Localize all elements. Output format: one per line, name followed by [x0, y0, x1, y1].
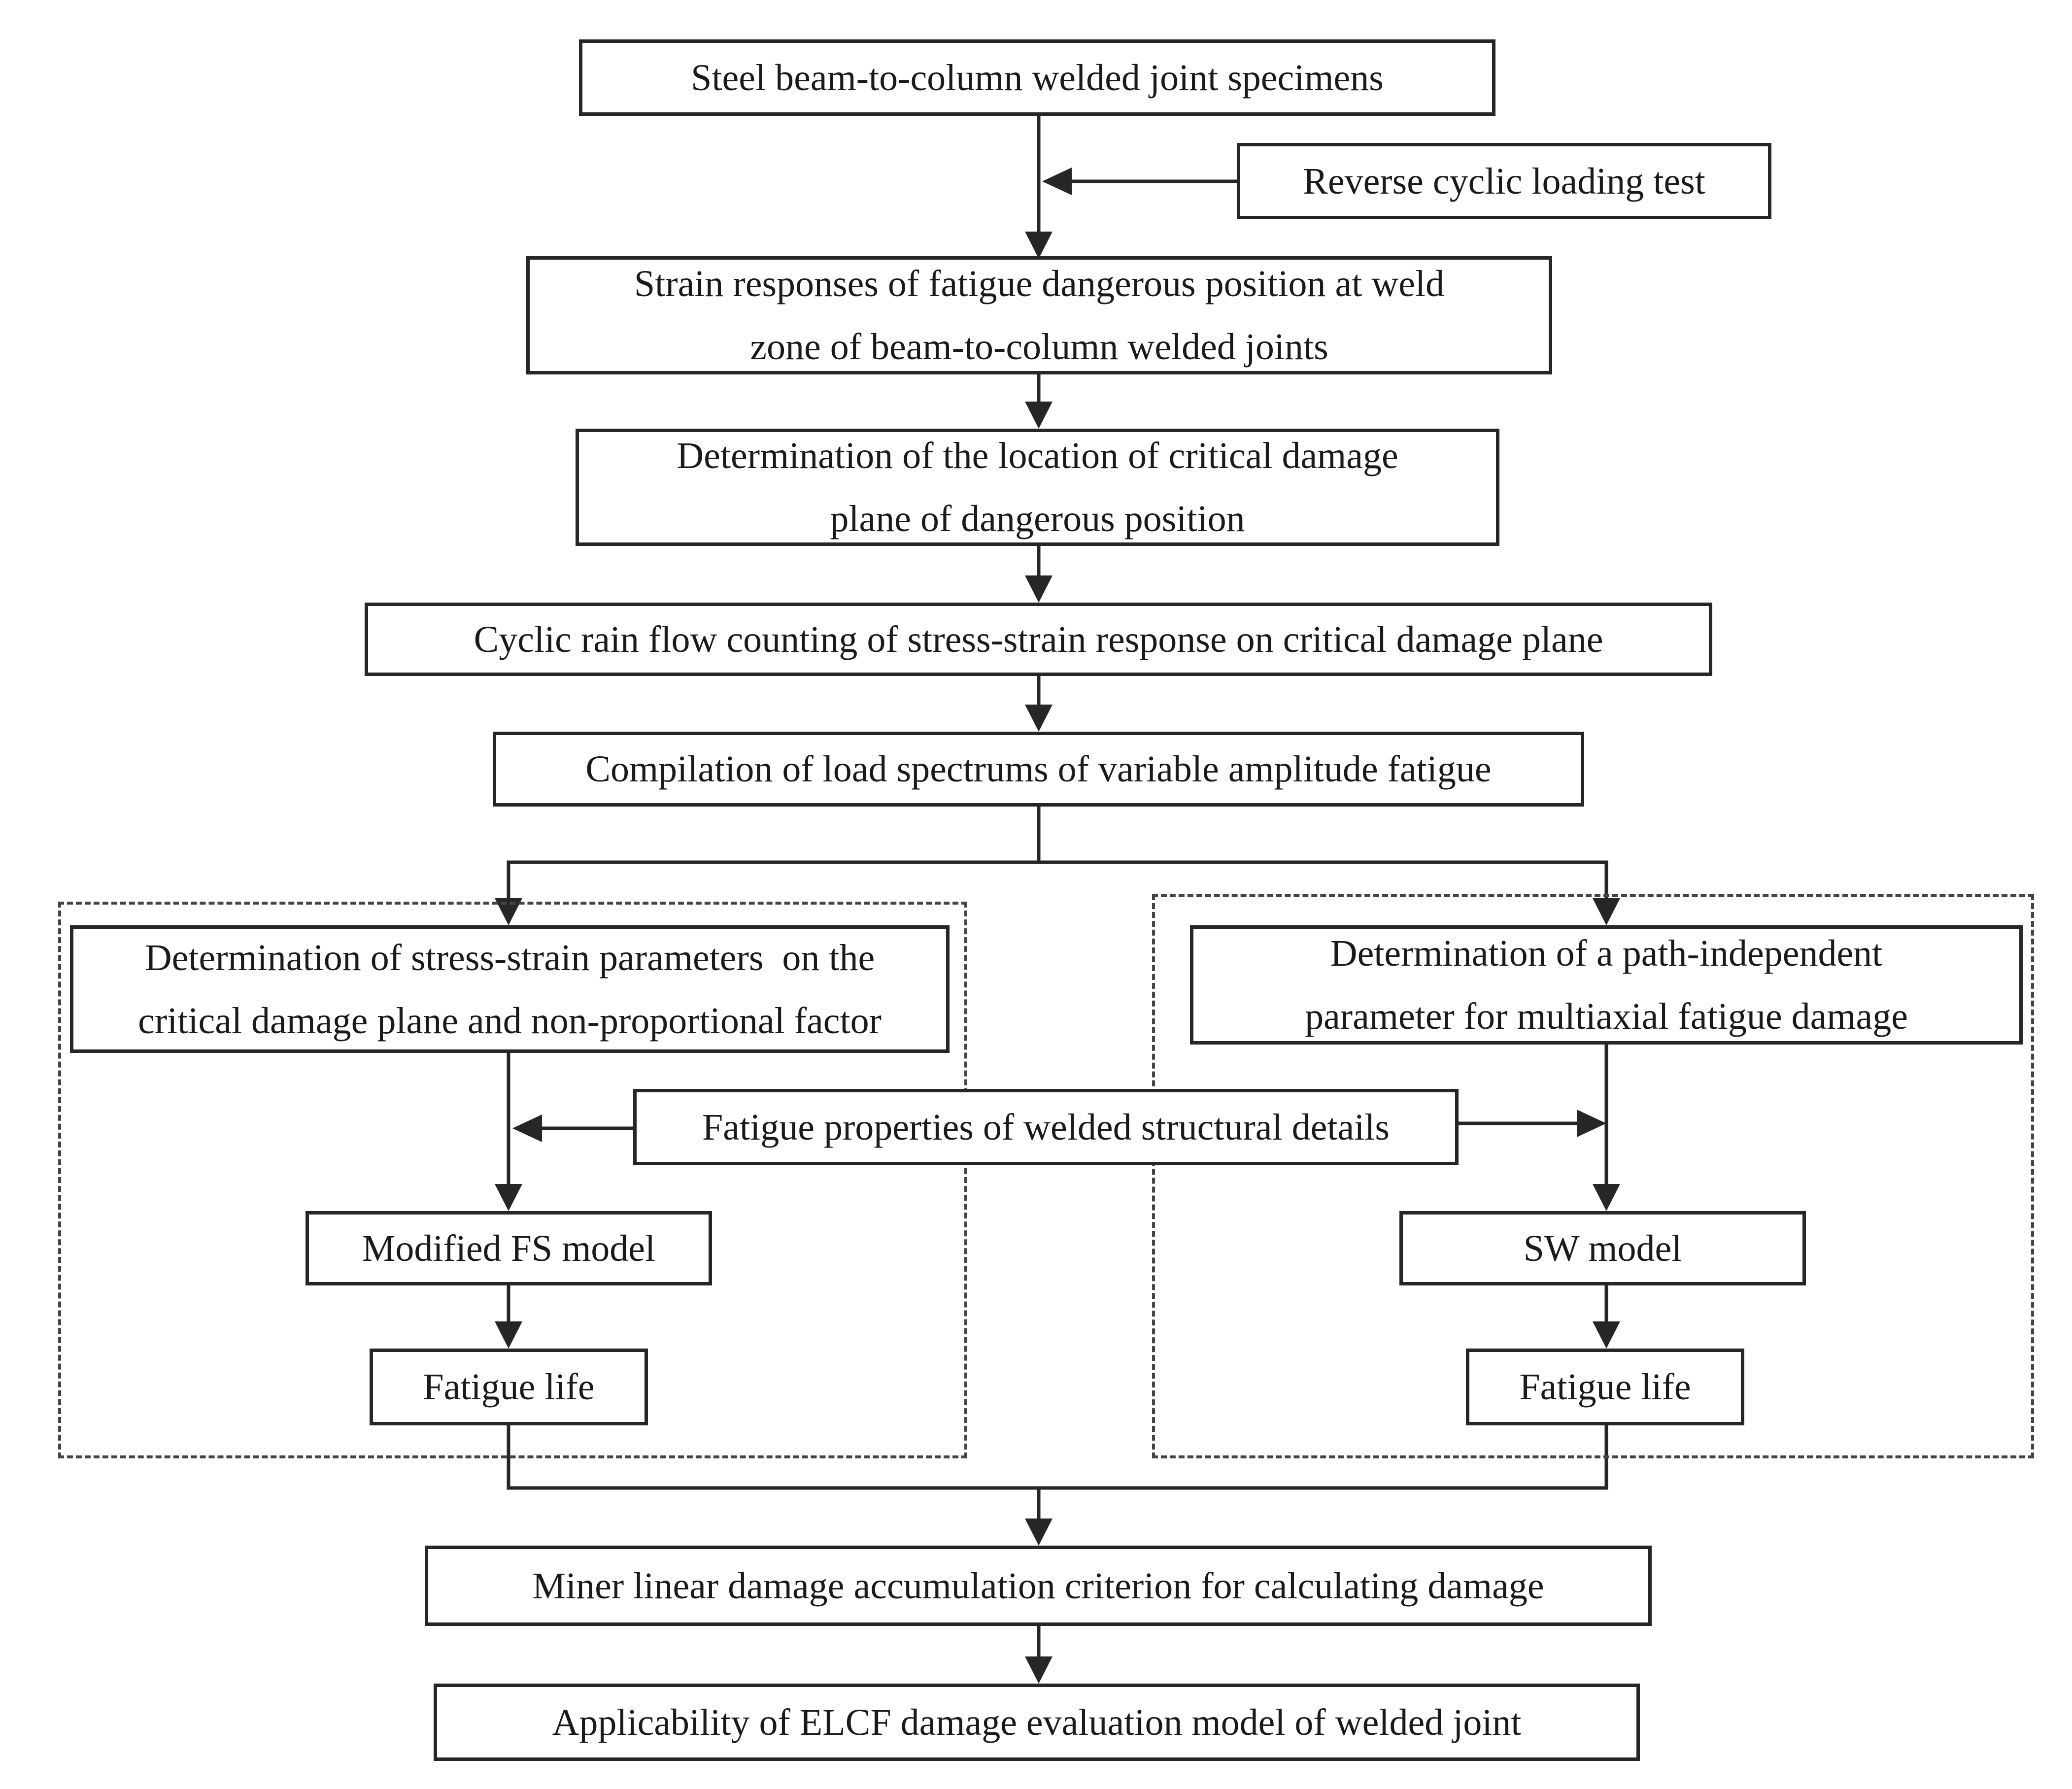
node-fatigue-life-right-label: Fatigue life	[1519, 1366, 1691, 1408]
edge-merge-to-miner-head	[1025, 1519, 1053, 1546]
node-critical-plane: Determination of the location of critica…	[576, 429, 1499, 546]
node-stress-strain-params-line-2: critical damage plane and non-proportion…	[138, 1000, 882, 1042]
edge-loading-test-head	[1042, 168, 1072, 195]
node-path-independent-line-2: parameter for multiaxial fatigue damage	[1305, 996, 1908, 1037]
node-path-independent-line-1: Determination of a path-independent	[1330, 933, 1883, 974]
node-fatigue-life-right: Fatigue life	[1466, 1349, 1744, 1425]
edge-fs-to-life-left-head	[495, 1321, 522, 1349]
edge-miner-to-applicability-head	[1025, 1656, 1053, 1684]
node-strain-responses-line-2: zone of beam-to-column welded joints	[750, 326, 1328, 368]
node-fatigue-life-left: Fatigue life	[370, 1349, 648, 1425]
node-fatigue-life-left-label: Fatigue life	[423, 1366, 595, 1408]
edge-path-to-sw-head	[1593, 1184, 1620, 1211]
node-miner-label: Miner linear damage accumulation criteri…	[532, 1565, 1544, 1607]
node-specimens: Steel beam-to-column welded joint specim…	[579, 39, 1495, 116]
node-fs-model: Modified FS model	[306, 1211, 712, 1285]
node-load-spectrums: Compilation of load spectrums of variabl…	[493, 732, 1584, 807]
edge-critical-to-rainflow-head	[1025, 575, 1053, 603]
node-miner: Miner linear damage accumulation criteri…	[425, 1546, 1652, 1626]
node-critical-plane-line-1: Determination of the location of critica…	[677, 435, 1398, 476]
edge-properties-to-right-head	[1577, 1110, 1606, 1137]
edge-rainflow-to-spectrums-head	[1025, 705, 1053, 732]
node-strain-responses: Strain responses of fatigue dangerous po…	[526, 256, 1552, 374]
edge-spectrums-split	[507, 807, 1041, 915]
node-critical-plane-line-2: plane of dangerous position	[830, 498, 1245, 540]
node-stress-strain-params-line-1: Determination of stress-strain parameter…	[144, 937, 875, 979]
node-fs-model-label: Modified FS model	[362, 1227, 656, 1269]
right-method-group	[1152, 894, 2034, 1458]
edge-spectrums-to-right-head	[1593, 898, 1620, 925]
edge-spectrums-to-right	[1039, 860, 1608, 915]
edge-spectrums-to-left-head	[495, 898, 522, 925]
left-method-group	[58, 902, 967, 1458]
edge-strain-to-critical-head	[1025, 402, 1053, 429]
edge-sw-to-life-right-head	[1593, 1321, 1620, 1349]
node-loading-test: Reverse cyclic loading test	[1237, 143, 1771, 219]
node-applicability-label: Applicability of ELCF damage evaluation …	[552, 1701, 1522, 1743]
node-rain-flow-label: Cyclic rain flow counting of stress-stra…	[474, 618, 1603, 660]
node-load-spectrums-label: Compilation of load spectrums of variabl…	[585, 748, 1492, 790]
edge-params-to-fs-head	[495, 1184, 522, 1211]
node-fatigue-properties: Fatigue properties of welded structural …	[633, 1089, 1459, 1165]
node-sw-model-label: SW model	[1523, 1227, 1682, 1269]
node-fatigue-properties-label: Fatigue properties of welded structural …	[702, 1106, 1390, 1148]
node-loading-test-label: Reverse cyclic loading test	[1303, 160, 1705, 202]
node-stress-strain-params: Determination of stress-strain parameter…	[70, 925, 950, 1053]
node-sw-model: SW model	[1399, 1211, 1806, 1285]
node-specimens-label: Steel beam-to-column welded joint specim…	[691, 57, 1384, 99]
node-strain-responses-line-1: Strain responses of fatigue dangerous po…	[634, 263, 1445, 304]
node-rain-flow: Cyclic rain flow counting of stress-stra…	[365, 603, 1712, 676]
edge-properties-to-left-head	[512, 1114, 542, 1142]
edge-specimens-to-strain-head	[1025, 232, 1053, 259]
node-applicability: Applicability of ELCF damage evaluation …	[434, 1684, 1640, 1761]
node-path-independent: Determination of a path-independent para…	[1190, 925, 2023, 1045]
